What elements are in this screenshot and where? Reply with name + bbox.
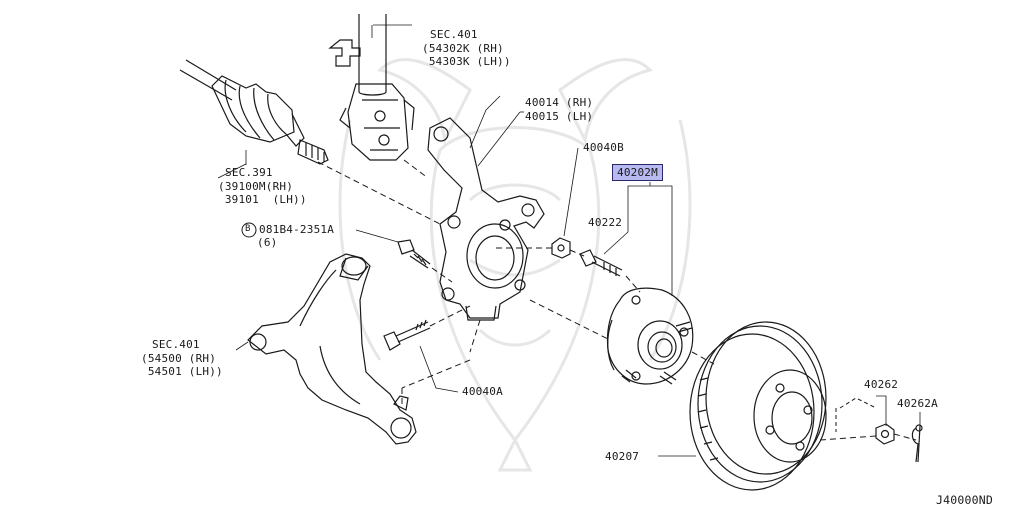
assembly-lines xyxy=(317,159,917,441)
knuckle-rh-label: 40014 (RH) xyxy=(525,96,594,109)
dash-bracket xyxy=(835,397,877,432)
bolt-b-081b4 xyxy=(397,239,431,269)
strut-sec-label: SEC.401 xyxy=(430,28,478,41)
knuckle-lh-label: 40015 (LH) xyxy=(525,110,594,123)
leader-lines xyxy=(217,111,921,457)
cotter-pin-label: 40262A xyxy=(897,397,938,410)
bolt-b-symbol-letter: B xyxy=(245,224,251,234)
bolt-40040a xyxy=(383,319,431,351)
hub-assembly xyxy=(606,287,694,385)
arm-sec-label: SEC.401 xyxy=(152,338,200,351)
hub-bolt-40222 xyxy=(579,249,623,277)
shaft-lh-label: 39101 (LH)) xyxy=(218,193,307,206)
strut-assembly xyxy=(328,14,415,161)
steering-knuckle xyxy=(427,95,545,321)
shaft-rh-label: (39100M(RH) xyxy=(218,180,294,193)
shaft-sec-label: SEC.391 xyxy=(225,166,273,179)
lower-control-arm xyxy=(247,253,417,445)
hub-bolt-label: 40222 xyxy=(588,216,623,229)
hub-assy-label-highlighted[interactable]: 40202M xyxy=(612,164,663,181)
bolt-lower-label: 40040A xyxy=(462,385,503,398)
brake-rotor xyxy=(689,321,827,491)
b-circle-symbol xyxy=(241,222,257,238)
strut-rh-label: (54302K (RH) xyxy=(422,42,504,55)
hub-nut-40262 xyxy=(875,423,895,445)
bolt-code-label: 081B4-2351A xyxy=(259,223,335,236)
arm-rh-label: (54500 (RH) xyxy=(141,352,217,365)
drive-shaft xyxy=(179,59,329,165)
nut-40040b xyxy=(551,237,571,259)
bolt-qty-label: (6) xyxy=(257,236,278,249)
watermark-emblem xyxy=(338,58,692,472)
strut-lh-label: 54303K (LH)) xyxy=(422,55,511,68)
hub-nut-label: 40262 xyxy=(864,378,899,391)
nut-top-label: 40040B xyxy=(583,141,624,154)
diagram-code: J40000ND xyxy=(936,493,993,507)
arm-lh-label: 54501 (LH)) xyxy=(141,365,223,378)
rotor-label: 40207 xyxy=(605,450,640,463)
cotter-pin-40262A xyxy=(911,424,923,463)
